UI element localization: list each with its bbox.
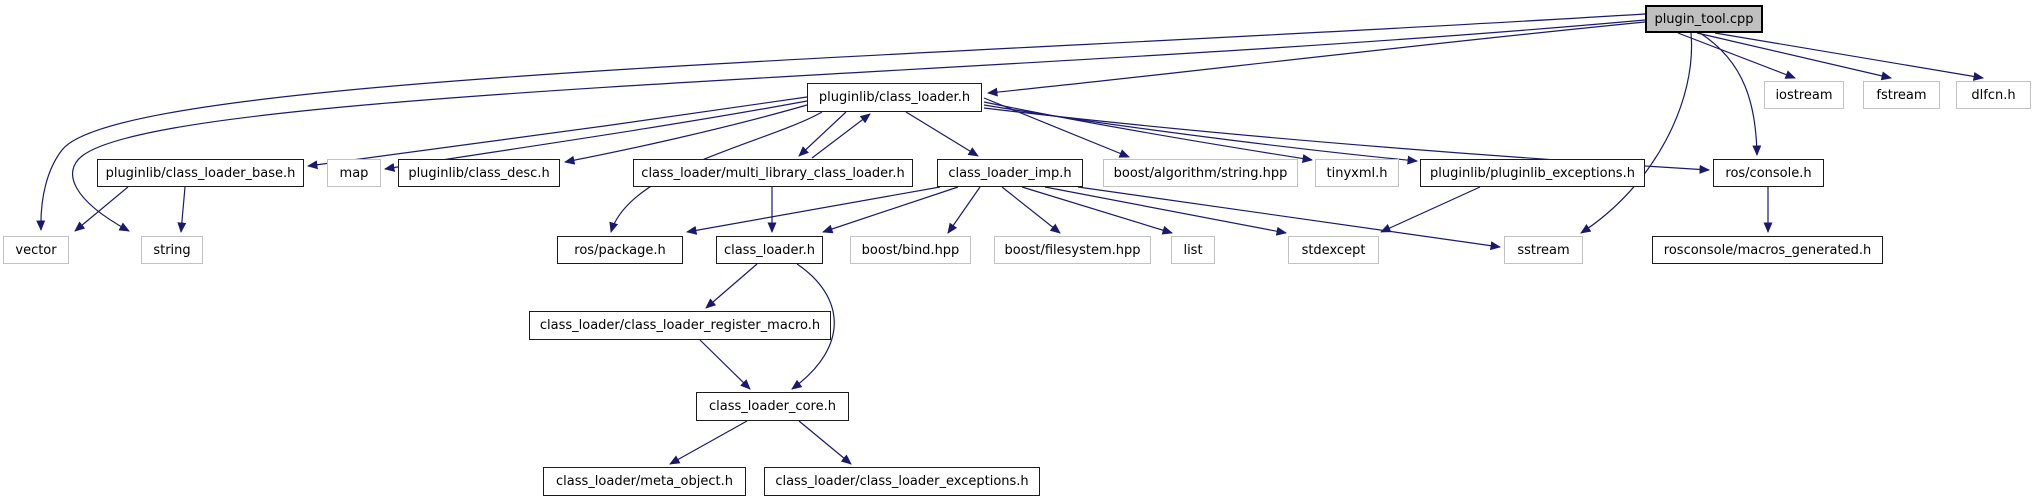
node-class-loader-class-loader-exceptions-h[interactable]: class_loader/class_loader_exceptions.h xyxy=(764,467,1040,496)
edge-pluginlib-class-loader-h-to-tinyxml-h xyxy=(983,101,1313,163)
node-plugin-tool-cpp: plugin_tool.cpp xyxy=(1645,5,1763,33)
edge-plugin-tool-cpp-to-fstream xyxy=(1696,32,1892,81)
node-class-loader-h[interactable]: class_loader.h xyxy=(716,236,823,264)
node-rosconsole-macros-generated-h[interactable]: rosconsole/macros_generated.h xyxy=(1652,236,1883,264)
edge-class-loader-h-to-class-loader-register-macro-h xyxy=(705,263,758,309)
edge-pluginlib-pluginlib-exceptions-h-to-stdexcept xyxy=(1380,186,1481,233)
edge-class-loader-imp-h-to-boost-filesystem-hpp xyxy=(1001,186,1061,234)
edge-plugin-tool-cpp-to-pluginlib-class-loader-h xyxy=(987,21,1646,97)
edge-plugin-tool-cpp-to-sstream xyxy=(1580,32,1693,234)
edge-pluginlib-class-loader-h-to-pluginlib-class-desc-h xyxy=(564,104,808,165)
node-class-loader-core-h[interactable]: class_loader_core.h xyxy=(696,392,849,421)
edge-pluginlib-class-loader-h-to-class-loader-imp-h xyxy=(905,111,979,157)
node-pluginlib-class-loader-h[interactable]: pluginlib/class_loader.h xyxy=(807,83,982,112)
edge-class-loader-register-macro-h-to-class-loader-core-h xyxy=(699,339,751,390)
node-boost-algorithm-string-hpp: boost/algorithm/string.hpp xyxy=(1103,159,1298,187)
edge-class-loader-imp-h-to-list xyxy=(1021,186,1173,235)
node-boost-bind-hpp: boost/bind.hpp xyxy=(850,236,971,264)
edge-plugin-tool-cpp-to-iostream xyxy=(1677,32,1796,79)
edge-pluginlib-class-loader-h-to-pluginlib-pluginlib-exceptions-h xyxy=(983,104,1418,165)
node-map: map xyxy=(327,159,381,187)
edge-class-loader-core-h-to-class-loader-meta-object-h xyxy=(669,420,748,465)
node-iostream: iostream xyxy=(1764,81,1844,109)
node-multi-library-class-loader-h[interactable]: class_loader/multi_library_class_loader.… xyxy=(633,159,913,187)
node-sstream: sstream xyxy=(1504,236,1583,264)
edge-class-loader-imp-h-to-stdexcept xyxy=(1044,186,1287,236)
node-ros-package-h[interactable]: ros/package.h xyxy=(557,236,683,264)
node-vector: vector xyxy=(3,236,69,264)
node-ros-console-h[interactable]: ros/console.h xyxy=(1713,159,1824,187)
node-stdexcept: stdexcept xyxy=(1288,236,1379,264)
node-tinyxml-h: tinyxml.h xyxy=(1315,159,1399,187)
node-string: string xyxy=(141,236,203,264)
edge-class-loader-imp-h-to-ros-package-h xyxy=(686,186,941,235)
edge-pluginlib-class-loader-h-to-multi-library-class-loader-h xyxy=(798,111,847,157)
edge-class-loader-imp-h-to-class-loader-h xyxy=(822,186,959,234)
edge-class-loader-core-h-to-class-loader-class-loader-exceptions-h xyxy=(798,420,852,465)
node-class-loader-meta-object-h[interactable]: class_loader/meta_object.h xyxy=(543,467,746,496)
edge-pluginlib-class-loader-h-to-boost-algorithm-string-hpp xyxy=(983,97,1130,158)
edge-multi-library-class-loader-h-to-pluginlib-class-loader-h xyxy=(811,113,871,159)
edge-plugin-tool-cpp-to-string xyxy=(72,19,1646,232)
edge-plugin-tool-cpp-to-ros-console-h xyxy=(1699,32,1762,156)
node-dlfcn-h: dlfcn.h xyxy=(1956,81,2031,109)
edge-plugin-tool-cpp-to-dlfcn-h xyxy=(1714,32,1984,81)
edge-pluginlib-class-loader-base-h-to-vector xyxy=(74,186,129,232)
edge-pluginlib-class-loader-h-to-pluginlib-class-loader-base-h xyxy=(307,96,808,170)
edge-plugin-tool-cpp-to-vector xyxy=(36,13,1646,231)
node-list: list xyxy=(1171,236,1215,264)
node-class-loader-register-macro-h[interactable]: class_loader/class_loader_register_macro… xyxy=(529,311,831,340)
node-fstream: fstream xyxy=(1863,81,1940,109)
edge-class-loader-imp-h-to-boost-bind-hpp xyxy=(947,186,981,234)
node-pluginlib-pluginlib-exceptions-h[interactable]: pluginlib/pluginlib_exceptions.h xyxy=(1420,159,1645,187)
edge-pluginlib-class-loader-base-h-to-string xyxy=(177,186,187,233)
node-pluginlib-class-loader-base-h[interactable]: pluginlib/class_loader_base.h xyxy=(97,159,304,187)
node-class-loader-imp-h[interactable]: class_loader_imp.h xyxy=(937,159,1083,187)
node-boost-filesystem-hpp: boost/filesystem.hpp xyxy=(994,236,1151,264)
node-pluginlib-class-desc-h[interactable]: pluginlib/class_desc.h xyxy=(398,159,560,187)
